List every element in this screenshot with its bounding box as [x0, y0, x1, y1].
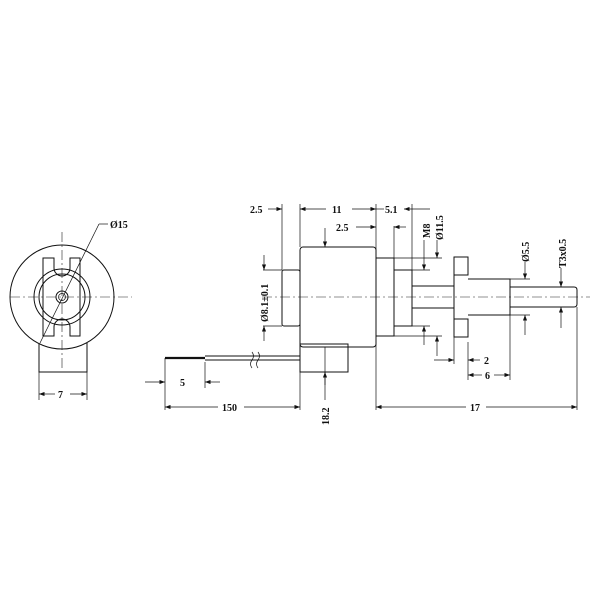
front-diameter-label: Ø15 — [110, 220, 128, 231]
height-label: 18.2 — [321, 408, 332, 426]
body-diameter-label: Ø8.1±0.1 — [260, 284, 271, 322]
front-view: Ø15 7 — [9, 220, 132, 401]
nut-length-label: 6 — [485, 371, 490, 382]
flange-width-label: 2 — [484, 356, 489, 367]
shaft-diameter-label: Ø5.5 — [521, 242, 532, 262]
front-width-label: 7 — [58, 390, 63, 401]
thread-label: M8 — [422, 224, 433, 238]
dim-collar: 5.1 — [385, 205, 398, 216]
wire-length-label: 150 — [222, 403, 237, 414]
dim-inner: 2.5 — [336, 223, 349, 234]
lead-screw-label: T3x0.5 — [558, 239, 569, 268]
outer-diameter-label: Ø11.5 — [435, 215, 446, 240]
strip-length-label: 5 — [180, 378, 185, 389]
dim-rear-cap: 2.5 — [250, 205, 263, 216]
shaft-length-label: 17 — [470, 403, 480, 414]
side-view: 2.5 11 5.1 2.5 Ø8.1±0.1 M8 Ø11.5 — [145, 204, 590, 425]
dim-body-length: 11 — [332, 205, 341, 216]
